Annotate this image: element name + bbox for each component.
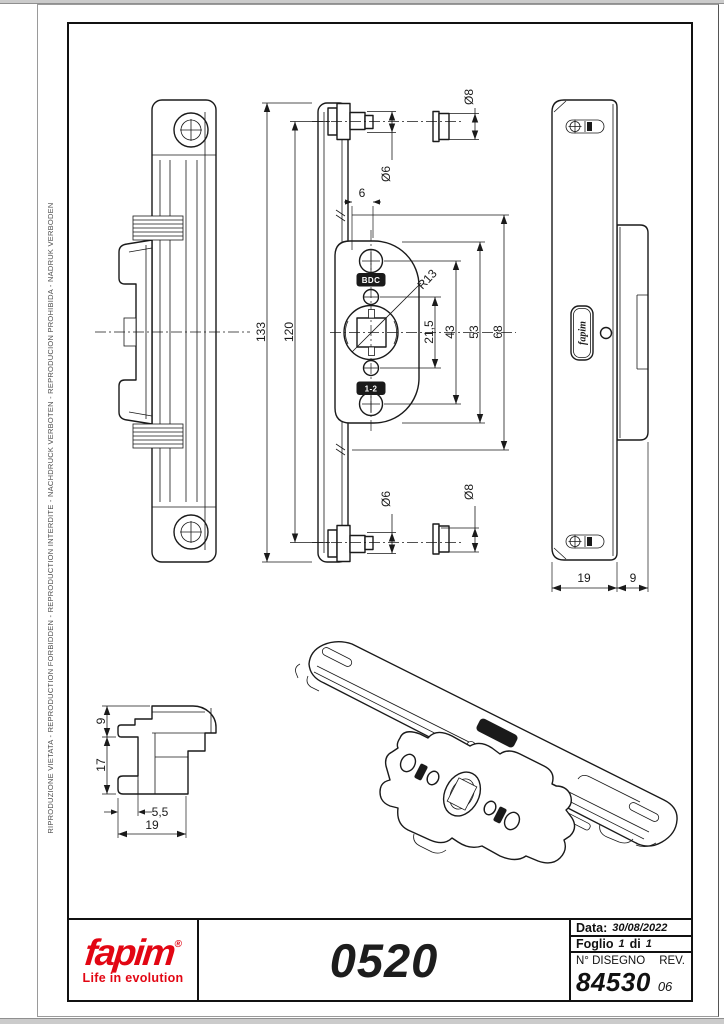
- drawing-number: 84530: [576, 967, 651, 997]
- spindle-boss: [343, 304, 399, 361]
- fapim-badge-label: fapim: [578, 321, 589, 345]
- dim-offset: 6: [359, 186, 366, 200]
- top-cap: [432, 110, 450, 143]
- dim-cap-diameter-bottom: Ø8: [462, 484, 476, 500]
- page-edge-top: [0, 0, 724, 4]
- side-serrations: [132, 215, 184, 449]
- sheet-total: 1: [645, 938, 652, 950]
- side-view: [95, 99, 250, 563]
- revision-label: REV.: [659, 955, 685, 967]
- fapim-logo: fapim®: [83, 932, 183, 973]
- dim-pin-diameter-bottom: Ø6: [379, 491, 393, 507]
- position-badge: [356, 381, 386, 395]
- section-view: 9 17 5,5 19: [94, 705, 217, 838]
- sheet-current: 1: [618, 938, 625, 950]
- back-view: fapim 19 9: [551, 99, 649, 592]
- gearbox-rose: [334, 240, 420, 424]
- sheet-separator: di: [629, 937, 641, 951]
- dim-follower-spacing: 21,5: [422, 320, 436, 344]
- fapim-emboss-badge: fapim: [570, 305, 594, 361]
- page-edge-bottom: [0, 1018, 724, 1024]
- section-profile: [117, 705, 217, 795]
- date-value: 30/08/2022: [612, 921, 668, 934]
- back-pin-hole: [599, 326, 613, 340]
- back-plate: [551, 99, 618, 561]
- side-gear-housing: [118, 239, 153, 425]
- iso-fapim-badge: [476, 718, 518, 748]
- bottom-pin: [327, 524, 374, 563]
- back-ledge: [616, 224, 649, 441]
- iso-right-slot: [628, 802, 660, 822]
- drawing-number-label: N° DISEGNO: [576, 955, 646, 967]
- dim-foot-width: 5,5: [152, 805, 169, 819]
- sheet-label: Foglio: [576, 937, 614, 951]
- bdc-badge-label: BDC: [362, 276, 381, 285]
- dim-total-height: 133: [254, 322, 268, 342]
- iso-bar: [308, 641, 678, 847]
- registered-mark: ®: [173, 938, 183, 950]
- sheet-outer-border: [37, 4, 719, 1017]
- bottom-cap: [432, 523, 450, 555]
- logo-tagline: Life in evolution: [82, 971, 184, 986]
- date-label: Data:: [576, 920, 608, 935]
- position-badge-label: 1-2: [365, 385, 378, 394]
- fapim-logo-text: fapim: [82, 931, 176, 973]
- title-block: fapim® Life in evolution 0520 Data: 30/0…: [67, 918, 693, 1002]
- back-bottom-slot: [565, 534, 605, 549]
- dim-body-depth: 17: [94, 758, 108, 772]
- side-top-roller: [173, 112, 209, 148]
- dim-body-height: 53: [467, 325, 481, 339]
- dim-cap-diameter-top: Ø8: [462, 89, 476, 105]
- dim-ledge-depth: 9: [630, 571, 637, 585]
- dim-screw-spacing: 43: [443, 325, 457, 339]
- dim-plate-height: 120: [282, 322, 296, 342]
- reproduction-notice: RIPRODUZIONE VIETATA - REPRODUCTION FORB…: [46, 202, 55, 834]
- iso-left-slot: [321, 647, 353, 667]
- top-screw-hole: [358, 248, 384, 274]
- bdc-badge: [356, 273, 386, 287]
- side-bottom-roller: [173, 514, 209, 550]
- info-cell: Data: 30/08/2022 Foglio 1 di 1 N° DISEGN…: [571, 920, 691, 1000]
- isometric-view: [295, 641, 678, 864]
- dim-cap-depth: 9: [94, 717, 108, 724]
- sheet-row: Foglio 1 di 1: [571, 937, 691, 953]
- drawing-number-header: N° DISEGNO REV.: [571, 953, 691, 967]
- dim-body-width: 19: [577, 571, 591, 585]
- dim-slot-span: 68: [491, 325, 505, 339]
- dim-pin-diameter-top: Ø6: [379, 166, 393, 182]
- date-row: Data: 30/08/2022: [571, 920, 691, 937]
- part-number: 0520: [329, 933, 439, 987]
- back-top-slot: [565, 119, 605, 134]
- front-view: BDC 1-2 133 120 6 Ø6 Ø8: [254, 89, 516, 563]
- logo-cell: fapim® Life in evolution: [69, 920, 199, 1000]
- part-number-cell: 0520: [199, 920, 571, 1000]
- drawing-number-row: 84530 06: [571, 967, 691, 1000]
- revision-value: 06: [657, 979, 673, 994]
- drawing-views: BDC 1-2 133 120 6 Ø6 Ø8: [94, 89, 678, 864]
- dim-total-width: 19: [145, 818, 159, 832]
